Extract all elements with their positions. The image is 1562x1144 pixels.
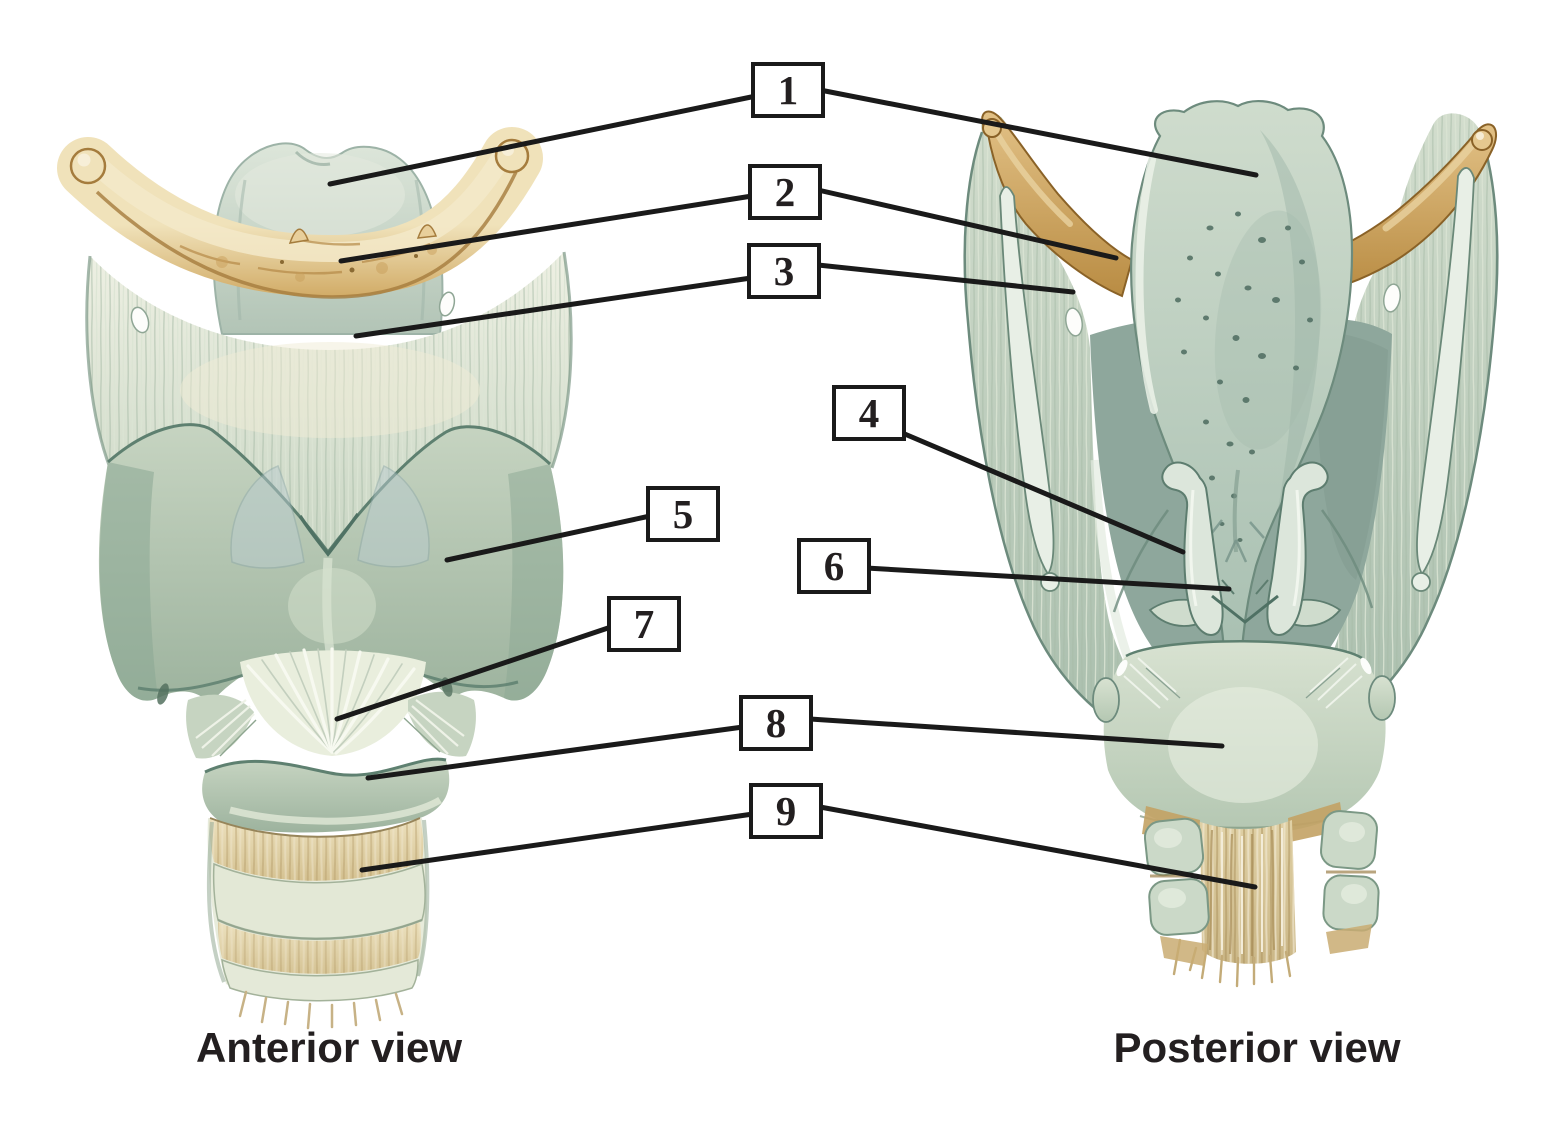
label-box-9[interactable]: 9 bbox=[749, 783, 823, 839]
trachea-posterior bbox=[1142, 802, 1380, 988]
posterior-foramen-left bbox=[1065, 307, 1083, 337]
leader-line-4 bbox=[897, 429, 1186, 555]
label-box-6[interactable]: 6 bbox=[797, 538, 871, 594]
leader-line-8-anterior bbox=[365, 724, 746, 781]
label-box-7[interactable]: 7 bbox=[607, 596, 681, 652]
hyoid-bone-anterior bbox=[57, 127, 543, 299]
leader-line-8-posterior bbox=[807, 716, 1225, 749]
leader-line-2-anterior bbox=[338, 193, 755, 264]
leader-line-3-anterior bbox=[353, 275, 754, 339]
leader-line-9-posterior bbox=[817, 804, 1258, 890]
leader-line-2-posterior bbox=[815, 187, 1119, 261]
anterior-view-caption: Anterior view bbox=[195, 1024, 463, 1071]
cricothyroid-ligament bbox=[157, 647, 476, 759]
leader-line-6 bbox=[863, 565, 1232, 592]
label-number-1: 1 bbox=[777, 66, 799, 113]
label-number-2: 2 bbox=[774, 168, 796, 215]
leader-line-1-posterior bbox=[817, 87, 1259, 178]
label-box-3[interactable]: 3 bbox=[747, 243, 821, 299]
membrane-foramen-right bbox=[438, 291, 456, 317]
thyroid-cartilage-anterior bbox=[98, 423, 564, 704]
arytenoid-corniculate-cartilages bbox=[1112, 461, 1374, 637]
epiglottis-posterior bbox=[1130, 100, 1354, 654]
label-box-8[interactable]: 8 bbox=[739, 695, 813, 751]
leader-line-3-posterior bbox=[815, 262, 1076, 295]
leader-line-5 bbox=[444, 513, 653, 563]
label-number-6: 6 bbox=[823, 542, 845, 589]
leader-lines bbox=[327, 87, 1259, 890]
leader-line-9-anterior bbox=[359, 811, 756, 873]
leader-line-1-anterior bbox=[327, 93, 759, 187]
label-number-3: 3 bbox=[773, 247, 795, 294]
trachea-anterior bbox=[206, 817, 430, 1030]
label-number-9: 9 bbox=[775, 787, 797, 834]
label-box-4[interactable]: 4 bbox=[832, 385, 906, 441]
label-number-4: 4 bbox=[858, 389, 880, 436]
label-box-2[interactable]: 2 bbox=[748, 164, 822, 220]
posterior-view-caption: Posterior view bbox=[1113, 1024, 1401, 1071]
label-number-7: 7 bbox=[633, 600, 655, 647]
label-box-1[interactable]: 1 bbox=[751, 62, 825, 118]
label-number-8: 8 bbox=[765, 699, 787, 746]
label-number-5: 5 bbox=[672, 490, 694, 537]
cricoid-cartilage-posterior bbox=[1092, 640, 1396, 834]
label-box-5[interactable]: 5 bbox=[646, 486, 720, 542]
anterior-larynx-drawing bbox=[57, 127, 573, 1030]
posterior-larynx-drawing bbox=[963, 100, 1499, 988]
leader-line-7 bbox=[334, 624, 614, 722]
posterior-foramen-right bbox=[1383, 283, 1401, 313]
membrane-foramen-left bbox=[130, 306, 150, 334]
